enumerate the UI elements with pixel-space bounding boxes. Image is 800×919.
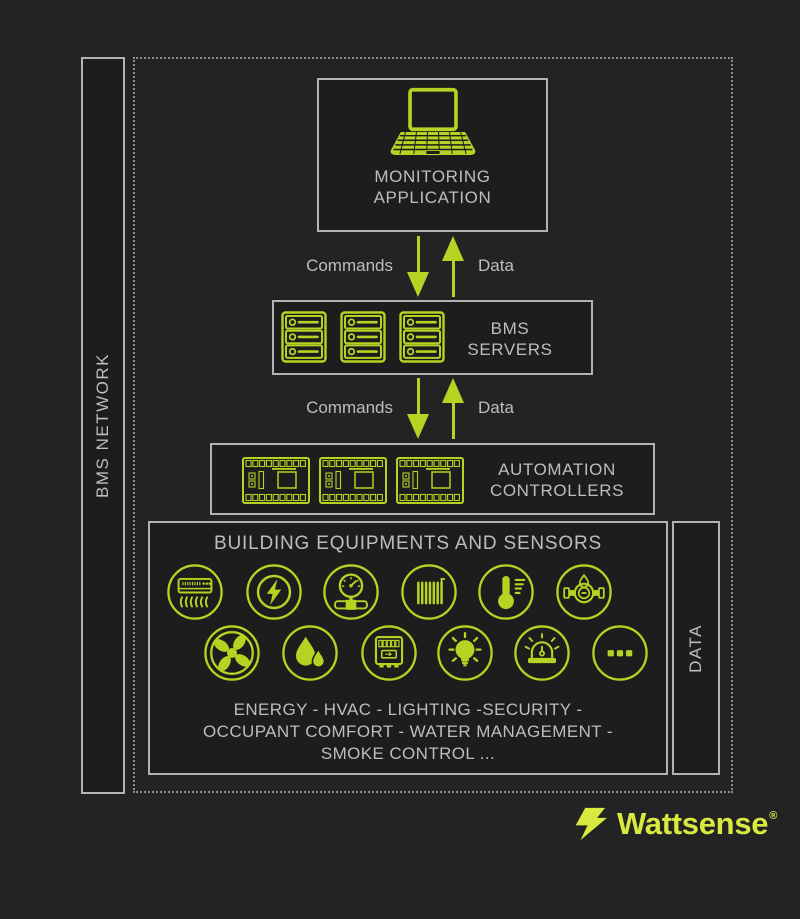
wattsense-brand-text: Wattsense® [617,806,778,841]
flow-mid-up-arrow-icon [441,378,465,439]
bms-network-label: BMS NETWORK [93,353,112,498]
plc-controller-icon [242,457,310,504]
water-meter-icon [555,563,613,621]
water-drops-icon [281,624,339,682]
flow-top-commands-label: Commands [306,256,393,275]
air-conditioner-icon [166,563,224,621]
flow-mid-down-arrow-icon [406,378,430,439]
electric-meter-icon [360,624,418,682]
power-bolt-icon [245,563,303,621]
data-bar-label: DATA [686,623,705,673]
alarm-siren-icon [513,624,571,682]
monitoring-application-box: MONITORING APPLICATION [317,78,548,232]
bms-servers-box: BMS SERVERS [272,300,593,375]
server-rack-icon [399,311,445,363]
wattsense-bolt-icon [575,807,607,841]
bms-network-bar: BMS NETWORK [81,57,125,794]
flow-top-up-arrow-icon [441,236,465,297]
building-equipments-box: BUILDING EQUIPMENTS AND SENSORS [148,521,668,775]
flow-mid-data-label: Data [478,398,514,417]
plc-controller-icons [242,457,464,504]
laptop-icon [390,87,475,156]
registered-mark: ® [769,809,778,822]
bms-servers-label: BMS SERVERS [467,319,553,359]
flow-top-data-label: Data [478,256,514,275]
light-bulb-icon [436,624,494,682]
plc-controller-icon [396,457,464,504]
plc-controller-icon [319,457,387,504]
flow-top-down-arrow-icon [406,236,430,297]
ellipsis-icon [591,624,649,682]
radiator-icon [400,563,458,621]
automation-controllers-label: AUTOMATION CONTROLLERS [489,460,625,500]
building-equipments-title: BUILDING EQUIPMENTS AND SENSORS [214,533,602,554]
server-rack-icon [340,311,386,363]
data-bar: DATA [672,521,720,775]
automation-controllers-box: AUTOMATION CONTROLLERS [210,443,655,515]
wattsense-logo: Wattsense® [570,806,778,842]
thermometer-icon [477,563,535,621]
fan-icon [203,624,261,682]
pressure-gauge-icon [322,563,380,621]
server-rack-icon [281,311,327,363]
server-rack-icons [281,311,445,363]
building-caption: ENERGY - HVAC - LIGHTING -SECURITY - OCC… [203,700,613,763]
flow-mid-commands-label: Commands [306,398,393,417]
monitoring-application-label: MONITORING APPLICATION [373,167,492,207]
diagram-dotted-frame [133,57,733,793]
